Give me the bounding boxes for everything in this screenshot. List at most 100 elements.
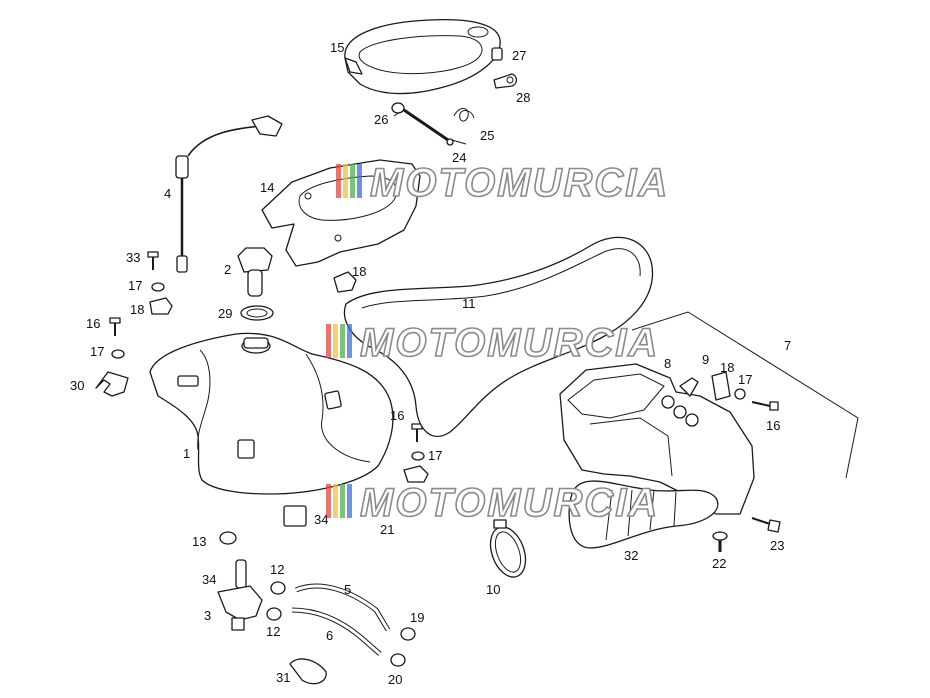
callout-11: 11 <box>462 296 476 311</box>
watermark-stripe <box>336 164 341 198</box>
clip-part-9 <box>679 377 699 397</box>
strap-part-31 <box>289 658 327 685</box>
airbox-group-bracket <box>631 311 859 479</box>
washer-part-17-middle <box>411 451 425 461</box>
callout-18-left: 18 <box>130 302 144 317</box>
watermark-stripe <box>343 164 348 198</box>
watermark-stripe <box>326 324 331 358</box>
watermark-logo-bottom: MOTOMURCIA <box>326 480 659 526</box>
callout-21: 21 <box>380 522 394 537</box>
callout-2: 2 <box>224 262 231 277</box>
callout-17-left-bottom: 17 <box>90 344 104 359</box>
callout-18-upper: 18 <box>352 264 366 279</box>
clamp-part-20 <box>390 653 406 667</box>
hose-part-6 <box>291 607 382 656</box>
callout-1: 1 <box>183 446 190 461</box>
clamp-part-13 <box>219 531 237 545</box>
clamp-part-12-lower <box>266 607 282 621</box>
fuel-tap-part-3 <box>217 585 263 631</box>
screw-part-33 <box>147 251 159 270</box>
washer-part-17-left-top <box>151 282 165 292</box>
clip-part-21 <box>403 465 429 483</box>
svg-text:MOTOMURCIA: MOTOMURCIA <box>360 481 659 525</box>
callout-34-middle: 34 <box>314 512 328 527</box>
leader-lines <box>393 111 467 145</box>
callout-13: 13 <box>192 534 206 549</box>
watermark-stripe <box>333 484 338 518</box>
callout-31: 31 <box>276 670 290 685</box>
hose-part-32 <box>568 480 719 549</box>
callout-20: 20 <box>388 672 402 687</box>
screw-part-16-right <box>751 401 779 411</box>
watermark-logo-top: MOTOMURCIA <box>336 160 669 206</box>
callout-25: 25 <box>480 128 494 143</box>
watermark-stripe <box>350 164 355 198</box>
pin-part-22 <box>712 531 728 552</box>
callout-12-lower: 12 <box>266 624 280 639</box>
callout-17-middle: 17 <box>428 448 442 463</box>
callout-17-left-top: 17 <box>128 278 142 293</box>
callout-6: 6 <box>326 628 333 643</box>
callout-3: 3 <box>204 608 211 623</box>
watermark-stripe <box>347 324 352 358</box>
callout-16-left: 16 <box>86 316 100 331</box>
screw-part-23 <box>751 517 781 533</box>
callout-10: 10 <box>486 582 500 597</box>
clip-part-18-upper <box>333 271 357 293</box>
callout-30: 30 <box>70 378 84 393</box>
filter-part-34-lower <box>235 559 247 589</box>
callout-28: 28 <box>516 90 530 105</box>
callout-8: 8 <box>664 356 671 371</box>
watermark-stripe <box>340 484 345 518</box>
watermark-stripe <box>326 484 331 518</box>
callout-16-middle: 16 <box>390 408 404 423</box>
callout-29: 29 <box>218 306 232 321</box>
clamp-part-10 <box>489 519 527 578</box>
callout-33: 33 <box>126 250 140 265</box>
gasket-part-29 <box>240 305 274 321</box>
seat-part <box>343 236 654 437</box>
screw-part-16-middle <box>411 423 423 442</box>
clamp-part-19 <box>400 627 416 641</box>
clamp-part-12-upper <box>270 581 286 595</box>
tank-cover-part <box>344 18 501 95</box>
watermark-logo-middle: MOTOMURCIA <box>326 320 659 366</box>
washer-part-17-left-bottom <box>111 349 125 359</box>
callout-15: 15 <box>330 40 344 55</box>
callout-34-lower: 34 <box>202 572 216 587</box>
screw-part-16-left <box>109 317 121 336</box>
callout-12-upper: 12 <box>270 562 284 577</box>
pad-part-34-lower <box>283 505 307 527</box>
watermark-stripe <box>347 484 352 518</box>
fuel-sensor-part <box>175 115 283 273</box>
fuel-cap-part <box>237 247 273 297</box>
callout-labels: 1 2 3 4 5 6 7 8 9 10 11 12 12 13 14 15 1… <box>70 40 791 687</box>
spring-part-25 <box>453 108 475 122</box>
airbox-part-8 <box>559 363 755 515</box>
callout-17-right: 17 <box>738 372 752 387</box>
fuel-tank-part <box>149 332 394 495</box>
svg-text:MOTOMURCIA: MOTOMURCIA <box>370 161 669 205</box>
callout-26: 26 <box>374 112 388 127</box>
callout-24: 24 <box>452 150 466 165</box>
callout-5: 5 <box>344 582 351 597</box>
clip-part-18-right <box>711 371 731 401</box>
callout-7: 7 <box>784 338 791 353</box>
bolt-part-24 <box>403 108 454 146</box>
watermark-stripe <box>340 324 345 358</box>
callout-22: 22 <box>712 556 726 571</box>
svg-text:MOTOMURCIA: MOTOMURCIA <box>360 321 659 365</box>
callout-27: 27 <box>512 48 526 63</box>
callout-9: 9 <box>702 352 709 367</box>
hose-part-5 <box>295 583 391 632</box>
bracket-part-30 <box>95 371 129 397</box>
callout-19: 19 <box>410 610 424 625</box>
bushing-part-26 <box>391 102 405 114</box>
callout-23: 23 <box>770 538 784 553</box>
callout-18-right: 18 <box>720 360 734 375</box>
callout-14: 14 <box>260 180 274 195</box>
callout-4: 4 <box>164 186 171 201</box>
clip-part-18-left <box>149 297 173 315</box>
